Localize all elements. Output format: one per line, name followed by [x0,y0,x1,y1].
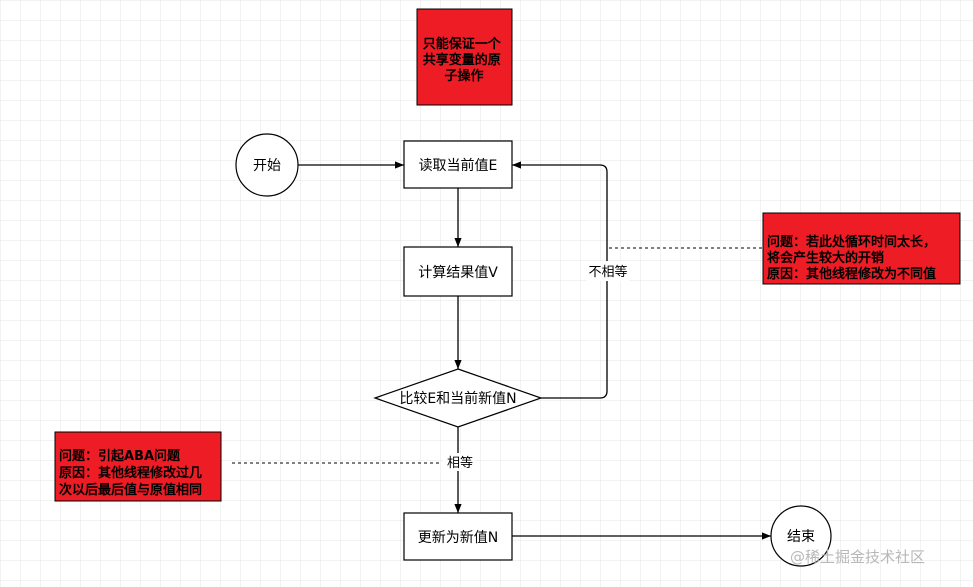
note-top-line: 子操作 [444,68,483,84]
note-left-box [54,431,222,502]
note-right-line: 将会产生较大的开销 [767,250,884,266]
edge-compare-loop-back [512,161,608,399]
start-label: 开始 [253,158,281,174]
end-label: 结束 [787,529,815,545]
note-left-line: 问题：引起ABA问题 [59,448,181,464]
note-right-line: 问题：若此处循环时间太长， [767,234,936,250]
note-top-line: 共享变量的原 [423,52,501,68]
note-left-line: 原因：其他线程修改过几 [59,465,202,481]
edge-label-equal: 相等 [447,455,473,471]
note-right-text: 问题：若此处循环时间太长， 将会产生较大的开销 原因：其他线程修改为不同值 [767,234,941,282]
note-top-box [416,8,513,106]
edge-label-bg [587,261,629,281]
edge-label-not-equal: 不相等 [588,264,627,280]
end-node [770,505,832,567]
edge-label-bg [443,453,475,471]
note-right-line: 原因：其他线程修改为不同值 [767,266,936,282]
note-left-text: 问题：引起ABA问题 原因：其他线程修改过几 次以后最后值与原值相同 [59,448,207,498]
note-left-line: 次以后最后值与原值相同 [59,482,202,498]
compute-label: 计算结果值V [418,265,498,281]
note-top-text: 只能保证一个 共享变量的原 子操作 [423,36,506,84]
compare-label: 比较E和当前新值N [399,390,516,407]
note-right-box [762,212,961,285]
note-top-line: 只能保证一个 [423,36,502,52]
read-label: 读取当前值E [419,157,498,174]
compute-node [403,246,513,297]
update-node [403,512,513,561]
watermark: @稀土掘金技术社区 [790,548,925,566]
update-label: 更新为新值N [418,530,498,546]
read-node [403,140,513,189]
